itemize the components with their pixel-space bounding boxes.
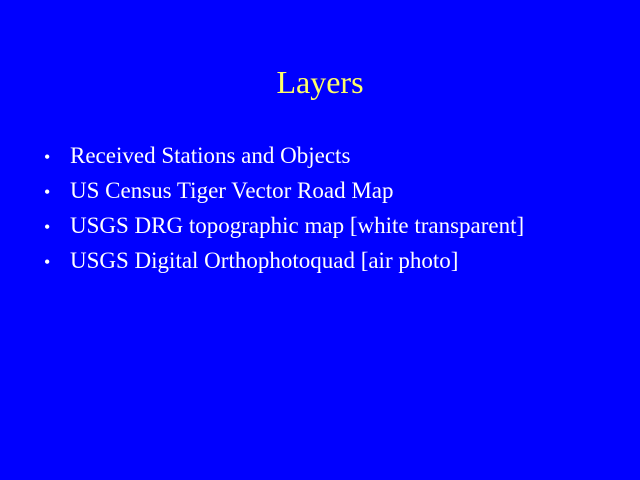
- slide-title: Layers: [276, 64, 364, 100]
- bullet-icon: •: [44, 217, 51, 237]
- bullet-icon: •: [44, 147, 51, 167]
- bullet-text: USGS DRG topographic map [white transpar…: [70, 213, 525, 238]
- bullet-item-census-tiger: • US Census Tiger Vector Road Map: [44, 173, 524, 208]
- bullet-item-received-stations: • Received Stations and Objects: [44, 138, 524, 173]
- bullet-text: USGS Digital Orthophotoquad [air photo]: [70, 248, 459, 273]
- bullet-icon: •: [44, 182, 51, 202]
- bullet-text: Received Stations and Objects: [70, 143, 351, 168]
- bullet-item-usgs-drg: • USGS DRG topographic map [white transp…: [44, 208, 524, 243]
- bullet-item-usgs-orthophotoquad: • USGS Digital Orthophotoquad [air photo…: [44, 243, 524, 278]
- bullet-text: US Census Tiger Vector Road Map: [70, 178, 394, 203]
- bullet-icon: •: [44, 252, 51, 272]
- bullet-list: • Received Stations and Objects • US Cen…: [44, 138, 524, 278]
